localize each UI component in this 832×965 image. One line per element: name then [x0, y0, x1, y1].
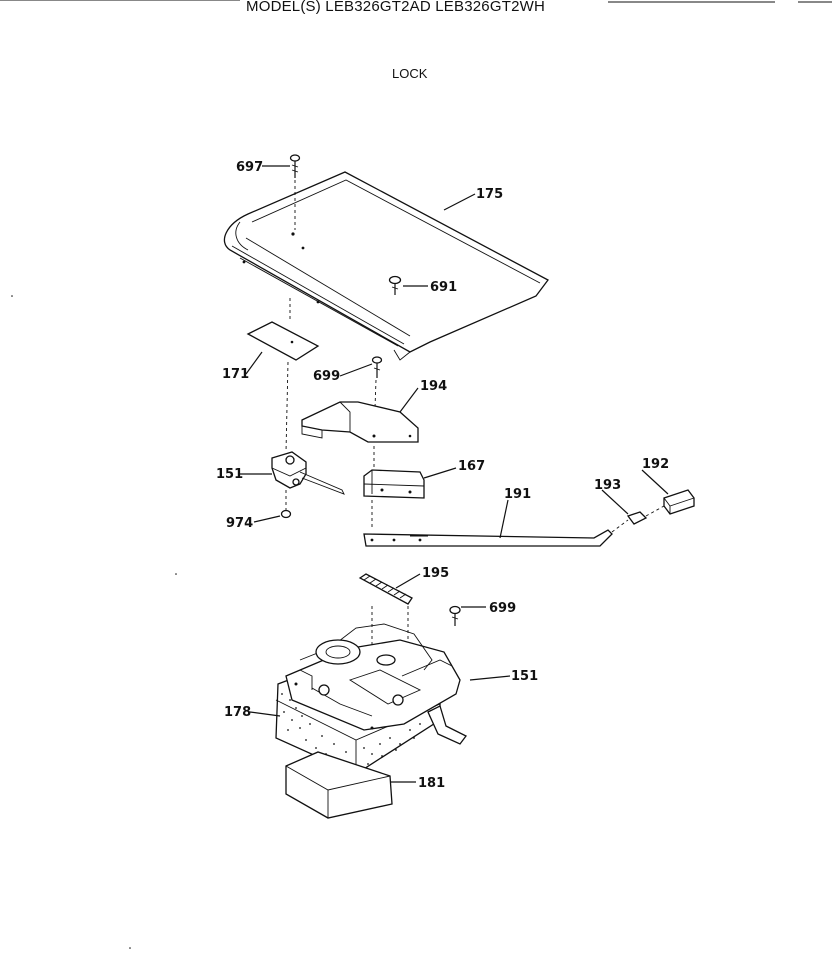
callout-171: 171 — [222, 367, 249, 382]
part-192-knob — [645, 489, 695, 517]
leader-lines — [240, 165, 669, 783]
part-193-clip — [611, 511, 648, 533]
model-header: MODEL(S) LEB326GT2AD LEB326GT2WH — [246, 0, 546, 15]
part-181-insulation-block — [285, 751, 393, 819]
callout-691: 691 — [430, 280, 457, 295]
part-699-screw-upper — [371, 356, 383, 437]
callout-699-lower: 699 — [489, 601, 516, 616]
part-699-screw-lower — [449, 605, 461, 626]
callout-193: 193 — [594, 478, 621, 493]
section-title: LOCK — [392, 66, 428, 81]
callout-175: 175 — [476, 187, 503, 202]
callout-192: 192 — [642, 457, 669, 472]
callout-191: 191 — [504, 487, 531, 502]
callout-194: 194 — [420, 379, 447, 394]
callout-151-lower: 151 — [511, 669, 538, 684]
callout-167: 167 — [458, 459, 485, 474]
part-691-screw — [388, 275, 402, 295]
part-167-latch-block — [363, 446, 425, 530]
callout-labels: 697 175 691 171 699 194 151 167 192 193 … — [216, 160, 669, 791]
part-151-switch-upper — [271, 451, 345, 495]
callout-151-upper: 151 — [216, 467, 243, 482]
callout-974: 974 — [226, 516, 253, 531]
part-171-insulation-pad — [246, 298, 320, 453]
part-194-bracket — [301, 401, 419, 443]
part-175-cover-plate — [223, 171, 549, 361]
part-974-nut — [280, 490, 292, 519]
part-191-lock-rod — [363, 529, 613, 547]
callout-178: 178 — [224, 705, 251, 720]
callout-697: 697 — [236, 160, 263, 175]
callout-195: 195 — [422, 566, 449, 581]
callout-699-upper: 699 — [313, 369, 340, 384]
part-697-screw — [289, 154, 301, 230]
callout-181: 181 — [418, 776, 445, 791]
part-151-lock-motor — [285, 623, 467, 745]
